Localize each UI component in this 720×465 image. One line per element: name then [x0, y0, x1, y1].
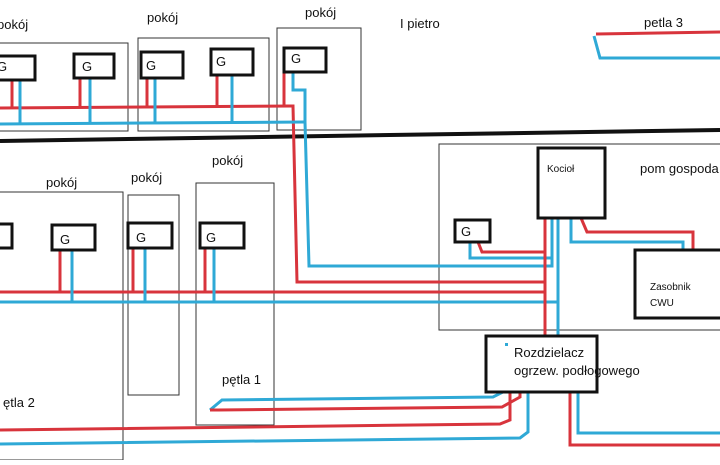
- manifold-box: [484, 334, 599, 394]
- upper-return-to-boiler: [291, 72, 554, 268]
- radiator-top-3: [139, 50, 185, 80]
- loop3-return: [592, 35, 720, 60]
- utility-room-label: pom gospoda: [640, 161, 720, 176]
- boiler-box: [536, 146, 607, 220]
- loop2-label: ętla 2: [3, 395, 35, 410]
- radiator-bottom-2-label: G: [60, 232, 70, 247]
- radiator-bottom-4-label: G: [206, 230, 216, 245]
- floor-label: I pietro: [400, 16, 440, 31]
- tank-return-pipe: [569, 218, 685, 250]
- radiator-bottom-2: [50, 223, 97, 252]
- radiator-bottom-1: [0, 222, 14, 250]
- loop3-supply: [595, 30, 720, 36]
- radiator-utility: [453, 218, 492, 244]
- tank-label-line1: Zasobnik: [650, 282, 692, 293]
- radiator-top-5-label: G: [291, 51, 301, 66]
- room-top-1-outline: [0, 42, 129, 132]
- radiator-top-2: [72, 52, 116, 80]
- tank-supply-pipe: [579, 217, 695, 250]
- room-bottom-1-label: pokój: [46, 175, 77, 190]
- utility-radiator-supply: [476, 241, 545, 254]
- room-top-1-label: pokój: [0, 17, 28, 32]
- radiator-top-4: [209, 47, 255, 77]
- utility-radiator-return: [468, 242, 552, 260]
- manifold-label-line2: ogrzew. podłogowego: [514, 363, 640, 378]
- tank-label-line2: CWU: [650, 298, 674, 309]
- room-bottom-3-outline: [195, 182, 275, 426]
- boiler-label: Kocioł: [547, 164, 575, 175]
- room-top-3-label: pokój: [305, 5, 336, 20]
- room-bottom-2-label: pokój: [131, 170, 162, 185]
- radiator-utility-label: G: [461, 224, 471, 239]
- radiator-top-5: [282, 46, 328, 74]
- loop2-supply: [0, 390, 512, 432]
- dhw-tank-box: [633, 248, 720, 320]
- radiator-top-2-label: G: [82, 59, 92, 74]
- radiator-top-3-label: G: [146, 58, 156, 73]
- loop-right-supply: [568, 392, 720, 447]
- loop1-label: pętla 1: [222, 372, 261, 387]
- radiator-bottom-4: [198, 221, 246, 250]
- manifold-label-line1: Rozdzielacz: [514, 345, 584, 360]
- loop3-label: petla 3: [644, 15, 683, 30]
- loop2-return: [0, 390, 530, 446]
- radiator-top-1-label: G: [0, 59, 7, 74]
- radiator-bottom-3-label: G: [136, 230, 146, 245]
- utility-room-outline: [438, 143, 720, 331]
- room-bottom-3-label: pokój: [212, 153, 243, 168]
- floor-divider: [0, 128, 720, 143]
- loop-right-return: [576, 392, 720, 435]
- upper-return-main: [0, 120, 306, 126]
- radiator-bottom-3: [126, 221, 174, 250]
- room-bottom-2-outline: [127, 194, 180, 396]
- manifold-mark: [505, 343, 508, 346]
- room-top-2-label: pokój: [147, 10, 178, 25]
- radiator-top-1: [0, 54, 37, 82]
- loop1-supply: [210, 390, 522, 412]
- radiator-top-4-label: G: [216, 54, 226, 69]
- room-top-3-outline: [276, 27, 362, 131]
- room-top-2-outline: [137, 37, 270, 132]
